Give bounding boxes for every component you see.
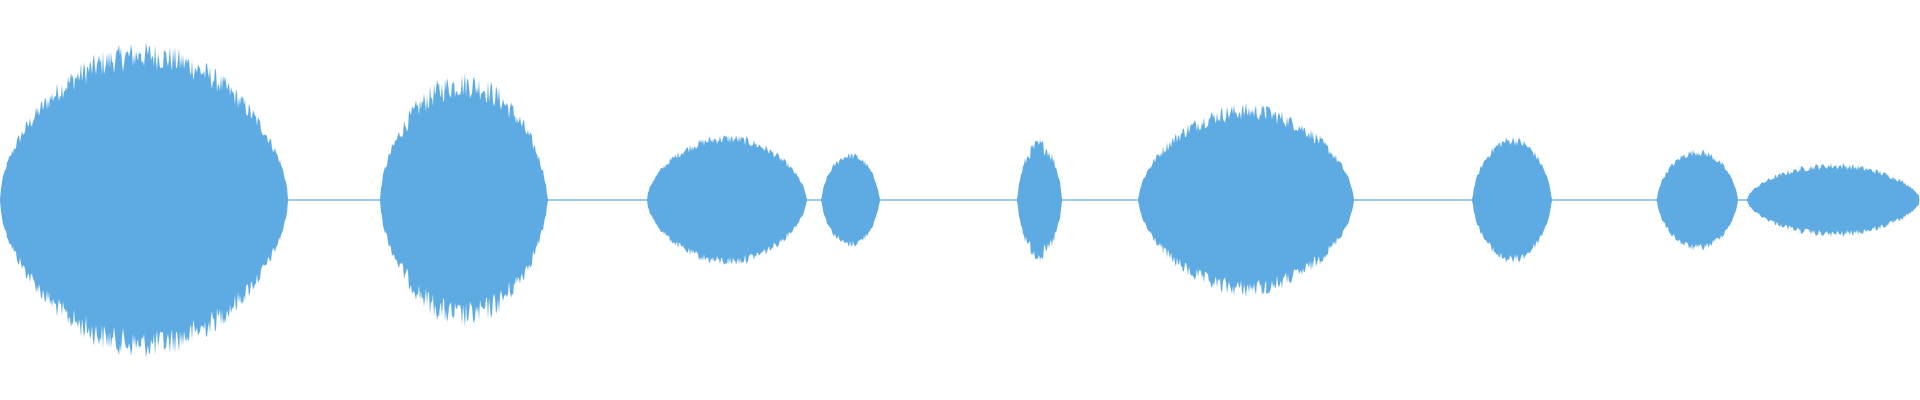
waveform-spikes [139,53,1269,347]
waveform-envelope [0,42,1919,358]
